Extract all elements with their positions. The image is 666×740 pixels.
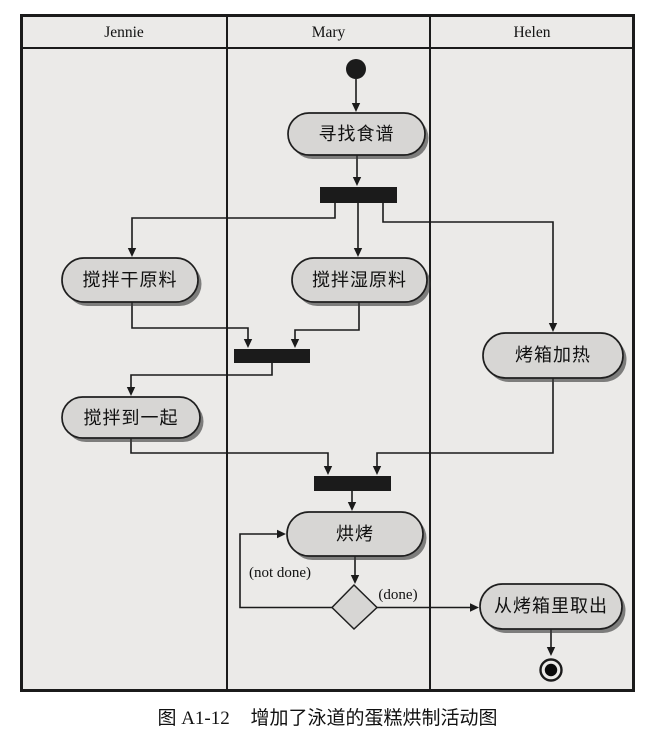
arrowhead-icon bbox=[470, 603, 479, 612]
arrowhead-icon bbox=[290, 339, 300, 348]
fork-bar bbox=[320, 187, 397, 203]
activity-mix-dry: 搅拌干原料 bbox=[61, 257, 202, 306]
join-bar-2 bbox=[314, 476, 391, 491]
arrowhead-icon bbox=[350, 575, 360, 584]
arrowhead-icon bbox=[372, 466, 382, 475]
activity-mix-wet: 搅拌湿原料 bbox=[291, 257, 431, 306]
arrowhead-icon bbox=[546, 647, 556, 656]
arrowhead-icon bbox=[351, 103, 361, 112]
edge-oven-heat-to-join2 bbox=[376, 378, 554, 472]
activity-label: 烤箱加热 bbox=[515, 345, 591, 365]
activity-bake: 烘烤 bbox=[286, 511, 427, 560]
activity-label: 搅拌到一起 bbox=[84, 408, 179, 428]
activity-node bbox=[479, 583, 623, 630]
activity-label: 寻找食谱 bbox=[319, 124, 395, 144]
arrowhead-icon bbox=[353, 248, 363, 257]
activity-find-recipe: 寻找食谱 bbox=[287, 112, 429, 159]
arrowhead-icon bbox=[243, 339, 253, 348]
edge-mix-dry-to-join1 bbox=[131, 302, 249, 345]
activity-label: 搅拌湿原料 bbox=[312, 270, 407, 290]
guard-label-done: (done) bbox=[378, 587, 417, 603]
edge-fork-to-oven-heat bbox=[382, 203, 554, 329]
arrowhead-icon bbox=[352, 177, 362, 186]
activity-label: 烘烤 bbox=[336, 524, 374, 544]
end-node-ring bbox=[539, 658, 563, 682]
activity-node bbox=[61, 257, 199, 303]
decision-diamond bbox=[330, 583, 379, 631]
lane-title-jennie: Jennie bbox=[104, 24, 144, 41]
arrowhead-icon bbox=[347, 502, 357, 511]
activity-node bbox=[291, 257, 428, 303]
lane-title-helen: Helen bbox=[513, 24, 550, 41]
arrowhead-icon bbox=[126, 387, 136, 396]
activity-label: 从烤箱里取出 bbox=[494, 596, 608, 616]
activity-oven-heat: 烤箱加热 bbox=[482, 332, 627, 382]
edge-join1-to-mix-together bbox=[130, 363, 273, 393]
activity-mix-together: 搅拌到一起 bbox=[61, 396, 204, 442]
guard-label-not-done: (not done) bbox=[249, 565, 311, 581]
activity-node bbox=[61, 396, 201, 439]
activity-label: 搅拌干原料 bbox=[83, 270, 178, 290]
activity-node bbox=[286, 511, 424, 557]
end-node-icon bbox=[539, 658, 563, 682]
activity-take-out: 从烤箱里取出 bbox=[479, 583, 626, 633]
start-node-icon bbox=[346, 59, 366, 79]
edge-mix-wet-to-join1 bbox=[294, 302, 360, 345]
edge-not-done-loop bbox=[239, 533, 332, 609]
figure-caption-number: 图 A1-12 bbox=[157, 708, 229, 729]
arrowhead-icon bbox=[277, 529, 286, 539]
activity-node bbox=[482, 332, 624, 379]
activity-node bbox=[287, 112, 426, 156]
arrowhead-icon bbox=[323, 466, 333, 475]
diagram-frame bbox=[20, 14, 635, 692]
figure-caption: 图 A1-12 增加了泳道的蛋糕烘制活动图 bbox=[157, 707, 497, 729]
end-node-core bbox=[544, 663, 558, 677]
join-bar-1 bbox=[234, 349, 310, 363]
edge-mix-together-to-join2 bbox=[130, 438, 329, 472]
arrowhead-icon bbox=[548, 323, 558, 332]
figure-caption-title: 增加了泳道的蛋糕烘制活动图 bbox=[251, 707, 498, 729]
edge-fork-to-mix-dry bbox=[131, 203, 336, 254]
lane-title-mary: Mary bbox=[312, 24, 346, 41]
edges bbox=[126, 79, 558, 656]
arrowhead-icon bbox=[127, 248, 137, 257]
